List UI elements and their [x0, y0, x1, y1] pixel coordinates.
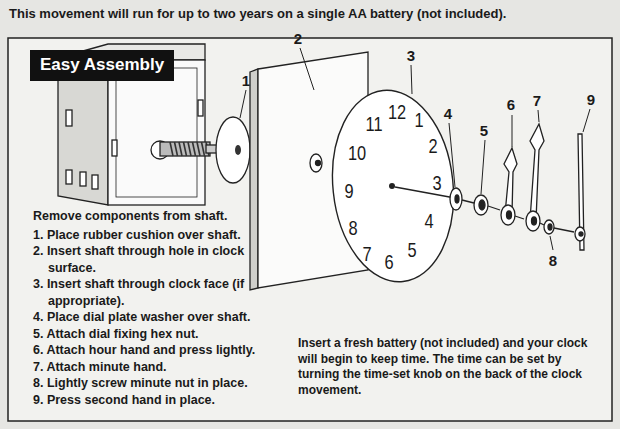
- callout-number: 6: [507, 97, 515, 112]
- instruction-step: 1. Place rubber cushion over shaft.: [33, 227, 295, 244]
- rubber-cushion: [216, 117, 250, 183]
- callout-number: 8: [549, 253, 557, 268]
- thread: [197, 142, 200, 156]
- minute-nut: [544, 220, 574, 234]
- second-hand: [575, 134, 585, 250]
- dial-numeral: 9: [344, 180, 353, 201]
- dial-numeral: 11: [366, 113, 383, 134]
- callout-number: 5: [480, 123, 488, 138]
- instruction-step: 6. Attach hour hand and press lightly.: [33, 342, 295, 359]
- instructions: Remove components from shaft. 1. Place ru…: [33, 208, 295, 408]
- instruction-step: 7. Attach minute hand.: [33, 359, 295, 376]
- dial-numeral: 8: [348, 216, 357, 237]
- dial-numeral: 3: [433, 172, 442, 193]
- section-tab: Easy Assembly: [30, 50, 174, 81]
- dial-numeral: 4: [425, 209, 434, 230]
- dial-numeral: 5: [407, 238, 416, 259]
- thread: [193, 142, 196, 156]
- dial-numeral: 7: [363, 242, 372, 263]
- thread: [179, 142, 182, 156]
- thread: [170, 142, 173, 156]
- instruction-step: Remove components from shaft.: [33, 208, 295, 225]
- heading: This movement will run for up to two yea…: [9, 6, 615, 21]
- callout-number: 3: [407, 48, 415, 63]
- instruction-step: 8. Lightly screw minute nut in place.: [33, 375, 295, 392]
- callout-number: 1: [242, 73, 250, 88]
- dial-numeral: 12: [388, 101, 406, 122]
- dial-numeral: 2: [429, 135, 438, 156]
- minute-hand: [526, 124, 544, 231]
- dial-numeral: 6: [384, 250, 393, 271]
- tab-label: Easy Assembly: [40, 55, 164, 75]
- thread: [202, 142, 205, 156]
- battery-note: Insert a fresh battery (not included) an…: [298, 336, 604, 398]
- leader-lines: [240, 48, 590, 250]
- callout-number: 2: [294, 31, 302, 46]
- callout-number: 4: [444, 106, 452, 121]
- instruction-step: 2. Insert shaft through hole in clock su…: [33, 243, 295, 276]
- instruction-step: 5. Attach dial fixing hex nut.: [33, 326, 295, 343]
- frame: [8, 38, 612, 421]
- instruction-step: 4. Place dial plate washer over shaft.: [33, 309, 295, 326]
- clock-face: [323, 84, 462, 287]
- callout-number: 9: [587, 92, 595, 107]
- instruction-step: 3. Insert shaft through clock face (if a…: [33, 276, 295, 309]
- instruction-step: 9. Press second hand in place.: [33, 392, 295, 409]
- thread: [175, 142, 178, 156]
- hour-hand: [501, 148, 524, 225]
- dial-numeral: 10: [347, 142, 365, 163]
- thread: [188, 142, 191, 156]
- thread: [184, 142, 187, 156]
- callout-number: 7: [533, 93, 541, 108]
- dial-numeral: 1: [414, 109, 423, 130]
- washer-and-nut: [450, 188, 500, 215]
